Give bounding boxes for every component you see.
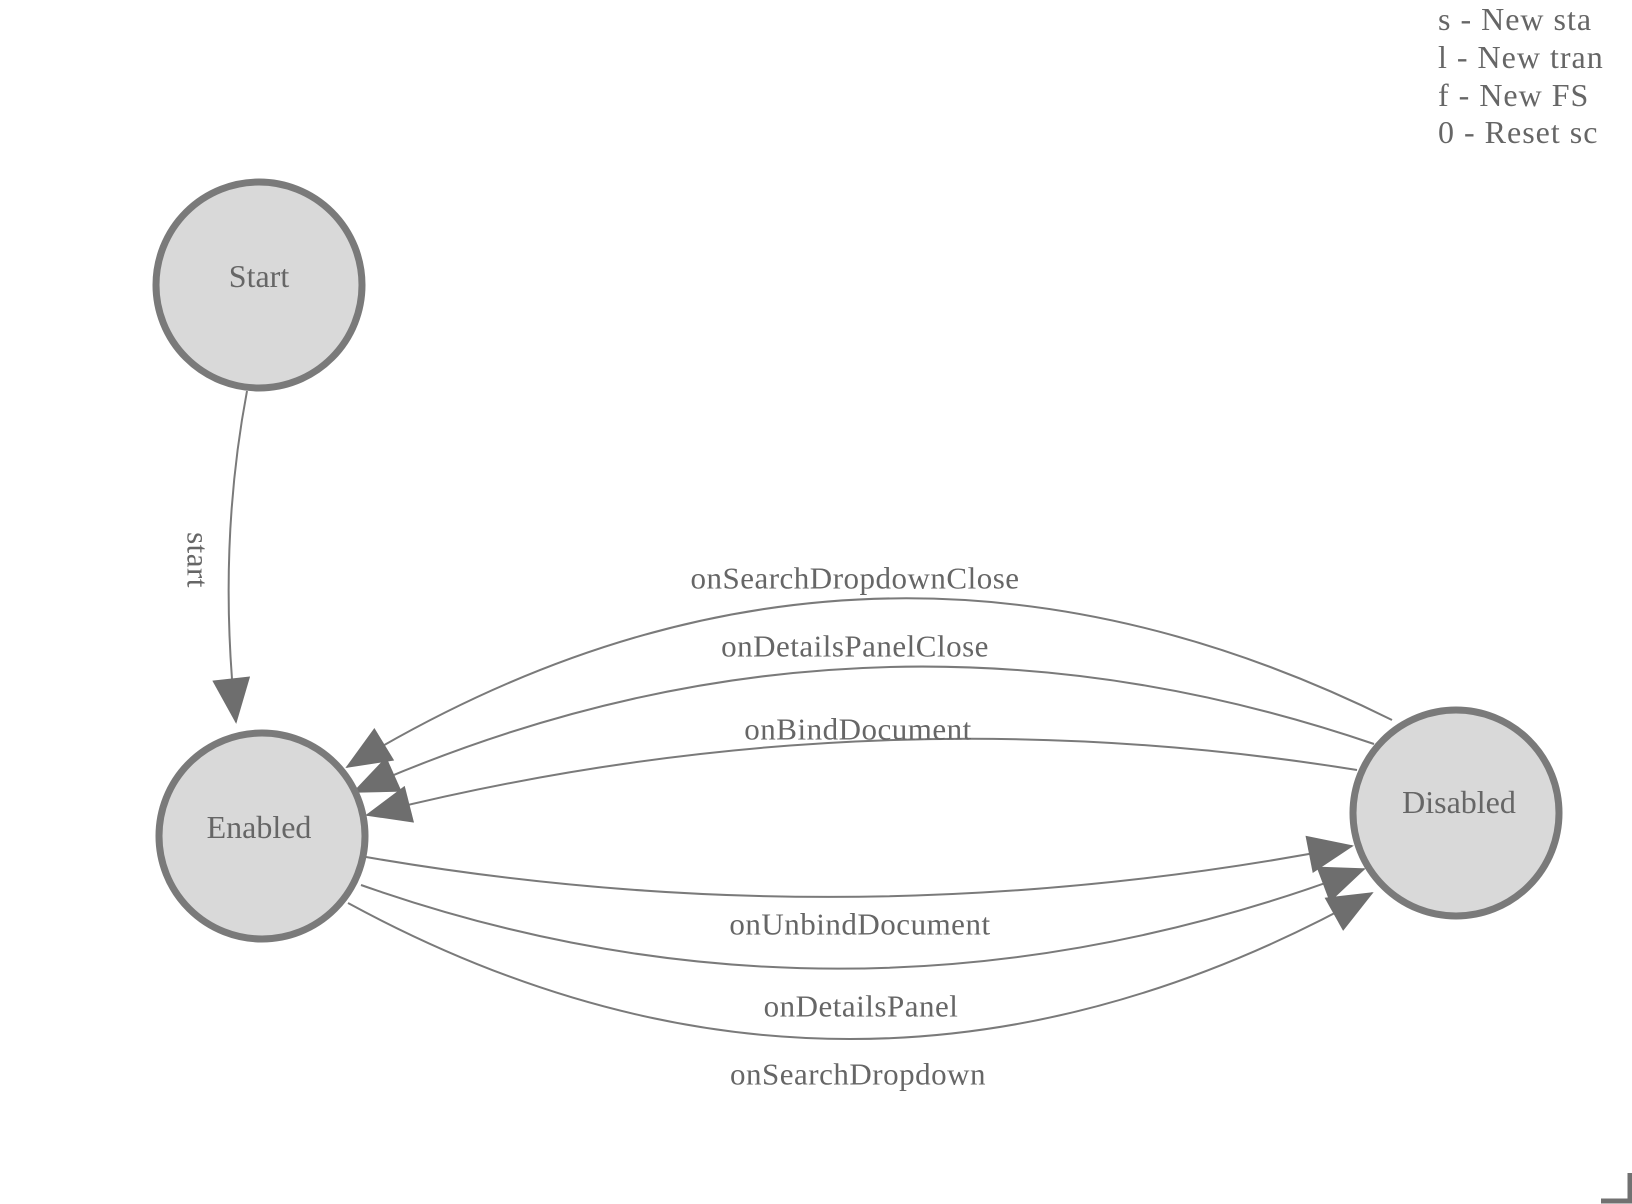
edge-onDetailsPanelClose-path[interactable]	[352, 665, 1375, 793]
edge-onDetailsPanel: onDetailsPanel	[360, 866, 1366, 1024]
edge-onSearchDropdownClose-label: onSearchDropdownClose	[690, 561, 1019, 596]
state-node-start-circle[interactable]	[152, 178, 366, 392]
shortcut-legend: s - New sta l - New tran f - New FS 0 - …	[1438, 1, 1604, 150]
state-node-enabled-label: Enabled	[207, 809, 312, 845]
edge-onSearchDropdown-label: onSearchDropdown	[730, 1057, 986, 1092]
legend-line-new-transition: l - New tran	[1438, 39, 1604, 75]
edge-onUnbindDocument-label: onUnbindDocument	[729, 907, 990, 942]
edge-onSearchDropdown: onSearchDropdown	[347, 892, 1374, 1092]
edge-onUnbindDocument: onUnbindDocument	[365, 835, 1354, 942]
edge-start: start	[181, 390, 251, 724]
edge-onUnbindDocument-path[interactable]	[365, 835, 1354, 898]
edge-onDetailsPanel-label: onDetailsPanel	[764, 989, 959, 1024]
state-node-disabled-label: Disabled	[1402, 784, 1516, 820]
legend-line-new-state: s - New sta	[1438, 1, 1592, 37]
state-node-enabled: Enabled	[155, 729, 369, 943]
edge-onDetailsPanelClose-label: onDetailsPanelClose	[721, 629, 989, 664]
edge-start-path[interactable]	[212, 390, 251, 724]
edge-onDetailsPanelClose: onDetailsPanelClose	[352, 629, 1375, 793]
edge-onSearchDropdownClose-path[interactable]	[345, 597, 1393, 768]
panel-corner-bracket	[1601, 1173, 1632, 1204]
state-node-enabled-circle[interactable]	[155, 729, 369, 943]
edge-onBindDocument-path[interactable]	[365, 737, 1358, 823]
edge-onSearchDropdown-path[interactable]	[347, 892, 1374, 1040]
state-node-disabled: Disabled	[1349, 706, 1563, 920]
edge-onDetailsPanel-path[interactable]	[360, 866, 1366, 970]
state-node-disabled-circle[interactable]	[1349, 706, 1563, 920]
legend-line-reset: 0 - Reset sc	[1438, 114, 1598, 150]
state-node-start: Start	[152, 178, 366, 392]
edge-onSearchDropdownClose: onSearchDropdownClose	[345, 561, 1393, 768]
edge-onBindDocument-label: onBindDocument	[744, 712, 971, 747]
legend-line-new-fsm: f - New FS	[1438, 77, 1589, 113]
edge-start-label: start	[181, 532, 216, 588]
state-node-start-label: Start	[229, 258, 290, 294]
edge-onBindDocument: onBindDocument	[365, 712, 1358, 823]
